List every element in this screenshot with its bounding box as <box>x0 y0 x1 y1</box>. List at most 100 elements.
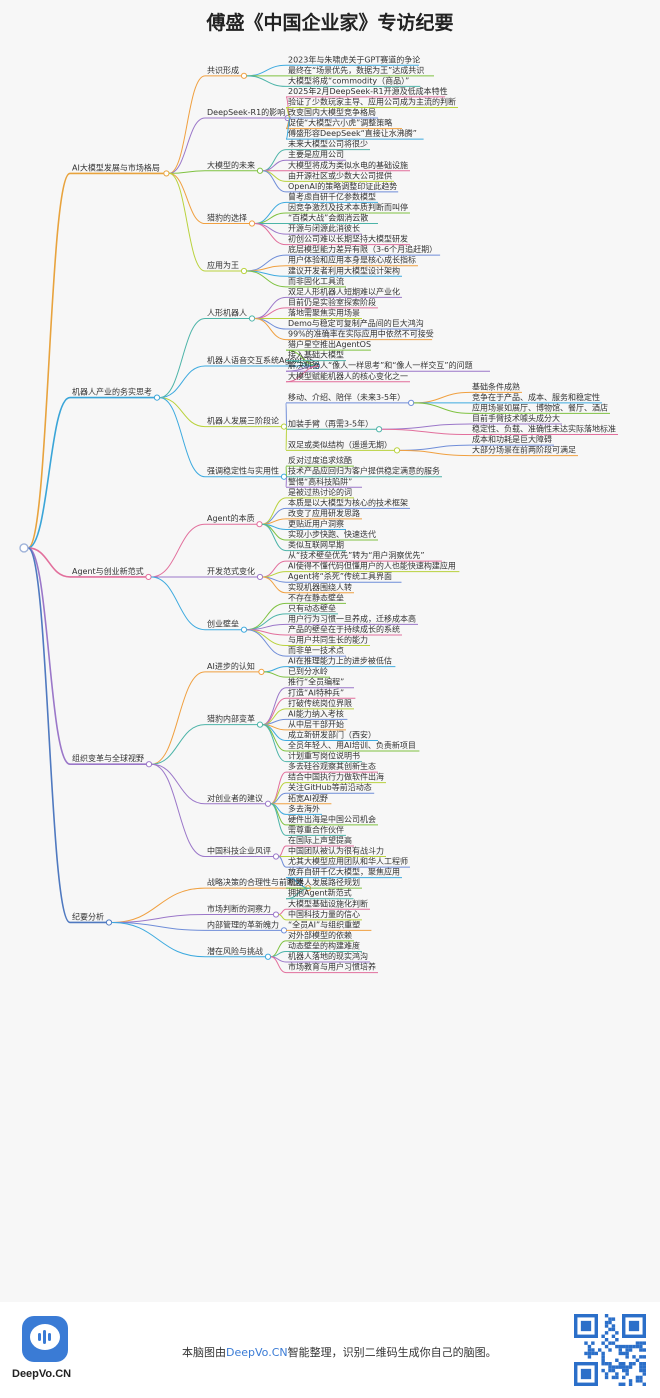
leaf-label[interactable]: 基础条件成熟 <box>472 381 520 391</box>
branch-label[interactable]: 机器人产业的务实思考 <box>72 387 152 397</box>
collapse-toggle-icon[interactable] <box>240 72 248 79</box>
leaf-label[interactable]: 关注GitHub等前沿动态 <box>288 782 372 792</box>
collapse-toggle-icon[interactable] <box>145 761 153 768</box>
leaf-label[interactable]: 是被过热讨论的词 <box>288 487 352 497</box>
leaf-label[interactable]: 警惕“高科技陷阱” <box>288 476 352 486</box>
topic-label[interactable]: 机器人语音交互系统AgentOS <box>207 355 314 365</box>
leaf-label[interactable]: 与用户共同生长的能力 <box>288 635 368 645</box>
leaf-label[interactable]: 解决机器人“像人一样思考”和“像人一样交互”的问题 <box>288 360 473 370</box>
leaf-label[interactable]: 实现小步快跑、快速迭代 <box>288 529 376 539</box>
leaf-label[interactable]: 尤其大模型应用团队和华人工程师 <box>288 856 408 866</box>
leaf-label[interactable]: 竞争在于产品、成本、服务和稳定性 <box>472 392 600 402</box>
leaf-label[interactable]: 在国际上声望提高 <box>288 835 352 845</box>
topic-label[interactable]: 移动、介绍、陪伴（未来3-5年） <box>288 392 405 402</box>
leaf-label[interactable]: 从“技术壁垒优先”转为“用户洞察优先” <box>288 550 425 560</box>
collapse-toggle-icon[interactable] <box>145 573 152 581</box>
leaf-label[interactable]: 计划重写岗位说明书 <box>288 751 360 761</box>
collapse-toggle-icon[interactable] <box>272 853 280 860</box>
leaf-label[interactable]: 促使“大模型六小虎”调整策略 <box>288 118 392 128</box>
leaf-label[interactable]: 稳定性、负载、准确性未达实际落地标准 <box>472 424 616 434</box>
leaf-label[interactable]: 产品的壁垒在于持续成长的系统 <box>288 624 400 634</box>
leaf-label[interactable]: 用户行为习惯一旦养成，迁移成本高 <box>288 613 416 623</box>
leaf-label[interactable]: AI使得不懂代码但懂用户的人也能快速构建应用 <box>288 561 456 571</box>
leaf-label[interactable]: 未来大模型公司将很少 <box>288 139 368 149</box>
leaf-label[interactable]: 成本和功耗是巨大障碍 <box>472 434 552 444</box>
leaf-label[interactable]: 99%的准确率在实际应用中依然不可接受 <box>288 329 434 339</box>
collapse-toggle-icon[interactable] <box>408 399 415 406</box>
collapse-toggle-icon[interactable] <box>240 626 248 633</box>
leaf-label[interactable]: 拥抱Agent新范式 <box>288 888 352 898</box>
topic-label[interactable]: 猎豹的选择 <box>207 213 247 223</box>
collapse-toggle-icon[interactable] <box>256 167 264 174</box>
collapse-toggle-icon[interactable] <box>256 573 264 581</box>
leaf-label[interactable]: 建议开发者利用大模型设计架构 <box>288 265 400 275</box>
leaf-label[interactable]: Agent将“杀死”传统工具界面 <box>288 571 392 581</box>
leaf-label[interactable]: 接入基础大模型 <box>288 350 344 360</box>
leaf-label[interactable]: 曾考虑自研千亿参数模型 <box>288 191 376 201</box>
leaf-label[interactable]: 2023年与朱啸虎关于GPT赛道的争论 <box>288 54 420 64</box>
leaf-label[interactable]: 市场教育与用户习惯培养 <box>288 962 376 972</box>
leaf-label[interactable]: 本质是以大模型为核心的技术框架 <box>288 497 408 507</box>
topic-label[interactable]: 强调稳定性与实用性 <box>207 466 279 476</box>
leaf-label[interactable]: 双足人形机器人短期难以产业化 <box>288 286 400 296</box>
topic-label[interactable]: AI进步的认知 <box>207 661 255 671</box>
leaf-label[interactable]: “全员AI”与组织重塑 <box>288 919 360 929</box>
leaf-label[interactable]: 硬件出海是中国公司机会 <box>288 814 376 824</box>
leaf-label[interactable]: 目前手臂技术噱头成分大 <box>472 413 560 423</box>
leaf-label[interactable]: 用户体验和应用本身是核心成长指标 <box>288 255 416 265</box>
leaf-label[interactable]: 目前仍是实验室探索阶段 <box>288 297 376 307</box>
leaf-label[interactable]: 全员年轻人、用AI培训、负责新项目 <box>288 740 416 750</box>
leaf-label[interactable]: 已到分水岭 <box>288 666 328 676</box>
leaf-label[interactable]: 机器人发展路径规划 <box>288 877 360 887</box>
collapse-toggle-icon[interactable] <box>264 800 272 807</box>
leaf-label[interactable]: 因竞争激烈及技术本质判断而叫停 <box>288 202 408 212</box>
leaf-label[interactable]: 底层模型能力差异有限（3-6个月追赶期） <box>288 244 437 254</box>
collapse-toggle-icon[interactable] <box>258 668 265 676</box>
topic-label[interactable]: 应用为王 <box>207 260 239 270</box>
leaf-label[interactable]: AI在推理能力上的进步被低估 <box>288 656 392 666</box>
leaf-label[interactable]: 最终在“场景优先，数据为王”达成共识 <box>288 65 424 75</box>
leaf-label[interactable]: 大部分场景在前两阶段可满足 <box>472 445 576 455</box>
leaf-label[interactable]: 大模型赋能机器人的核心变化之一 <box>288 371 408 381</box>
leaf-label[interactable]: 落地需聚焦实用场景 <box>288 307 360 317</box>
leaf-label[interactable]: 反对过度追求炫酷 <box>288 455 352 465</box>
topic-label[interactable]: 创业壁垒 <box>207 619 239 629</box>
topic-label[interactable]: 对创业者的建议 <box>207 793 263 803</box>
leaf-label[interactable]: 技术产品应回归为客户提供稳定满意的服务 <box>288 466 440 476</box>
topic-label[interactable]: 共识形成 <box>207 65 239 75</box>
leaf-label[interactable]: 而非单一技术点 <box>288 645 344 655</box>
leaf-label[interactable]: 大模型基础设施化判断 <box>288 898 368 908</box>
leaf-label[interactable]: 对外部模型的依赖 <box>288 930 352 940</box>
leaf-label[interactable]: 动态壁垒的构建难度 <box>288 940 360 950</box>
topic-label[interactable]: 开发范式变化 <box>207 566 255 576</box>
collapse-toggle-icon[interactable] <box>376 426 383 433</box>
topic-label[interactable]: 人形机器人 <box>207 307 247 317</box>
topic-label[interactable]: DeepSeek-R1的影响 <box>207 107 285 117</box>
leaf-label[interactable]: OpenAI的策略调整印证此趋势 <box>288 181 397 191</box>
leaf-label[interactable]: 类似互联网早期 <box>288 540 344 550</box>
leaf-label[interactable]: 改变了应用研发思路 <box>288 508 360 518</box>
topic-label[interactable]: 双足或类似结构（遥遥无期） <box>288 439 392 449</box>
leaf-label[interactable]: 应用场景如展厅、博物馆、餐厅、酒店 <box>472 402 608 412</box>
collapse-toggle-icon[interactable] <box>272 911 280 918</box>
leaf-label[interactable]: “百模大战”会烟消云散 <box>288 213 368 223</box>
leaf-label[interactable]: 傅盛形容DeepSeek“直接让水沸腾” <box>288 128 417 138</box>
leaf-label[interactable]: AI能力纳入考核 <box>288 708 344 718</box>
leaf-label[interactable]: 实现机器围绕人转 <box>288 582 352 592</box>
leaf-label[interactable]: 开源与闭源此消彼长 <box>288 223 360 233</box>
collapse-toggle-icon[interactable] <box>248 315 256 322</box>
collapse-toggle-icon[interactable] <box>280 927 288 934</box>
collapse-toggle-icon[interactable] <box>248 220 256 227</box>
collapse-toggle-icon[interactable] <box>393 447 401 454</box>
leaf-label[interactable]: 2025年2月DeepSeek-R1开源及低成本特性 <box>288 86 448 96</box>
leaf-label[interactable]: 初创公司难以长期坚持大模型研发 <box>288 234 408 244</box>
topic-label[interactable]: 战略决策的合理性与前瞻性 <box>207 877 303 887</box>
leaf-label[interactable]: 大模型将成为类似水电的基础设施 <box>288 160 408 170</box>
leaf-label[interactable]: 由开源社区或少数大公司提供 <box>288 170 392 180</box>
leaf-label[interactable]: 主要是应用公司 <box>288 149 344 159</box>
leaf-label[interactable]: 只有动态壁垒 <box>288 603 336 613</box>
topic-label[interactable]: Agent的本质 <box>207 513 255 523</box>
footer-brand-link[interactable]: DeepVo.CN <box>226 1346 288 1359</box>
leaf-label[interactable]: 结合中国执行力做软件出海 <box>288 772 384 782</box>
leaf-label[interactable]: 验证了少数玩家主导、应用公司成为主流的判断 <box>288 96 456 106</box>
